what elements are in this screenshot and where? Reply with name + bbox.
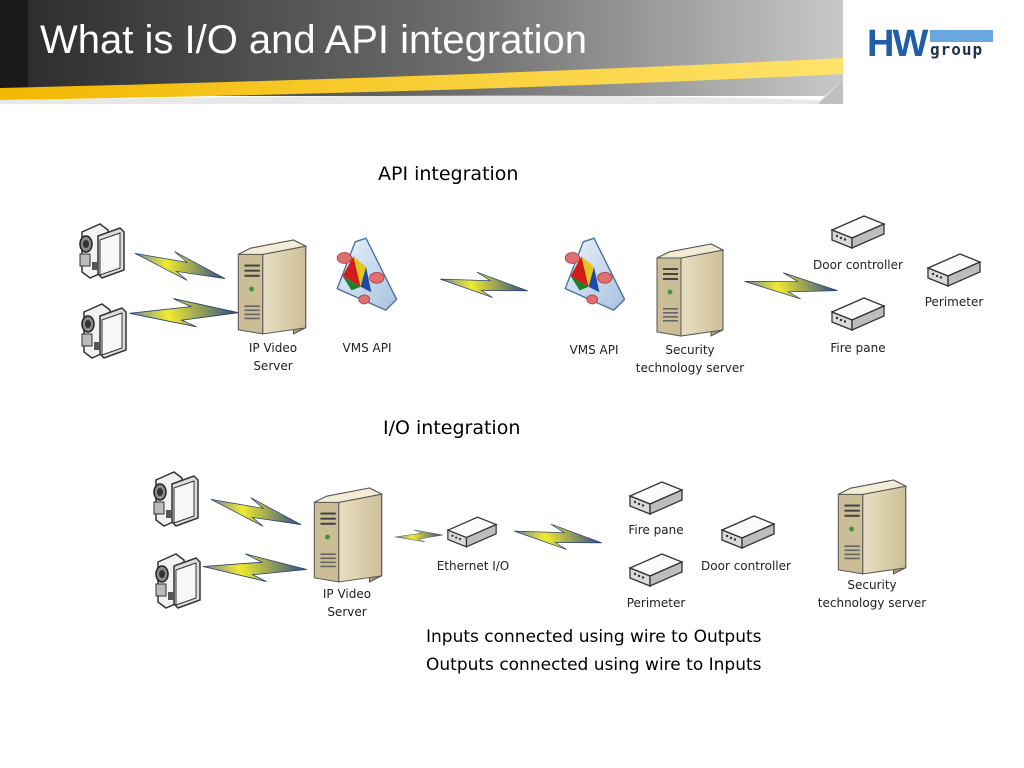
wireless-link-icon: [394, 521, 444, 551]
page-title: What is I/O and API integration: [40, 18, 587, 62]
wireless-link-icon: [210, 497, 302, 527]
camera-icon: [155, 553, 201, 609]
security-server-label: Security technology server: [628, 341, 752, 377]
api-integration-heading: API integration: [378, 163, 519, 185]
label-line: Server: [327, 605, 367, 619]
header-background: [0, 0, 843, 104]
label-line: technology server: [635, 361, 745, 375]
ethernet-io-icon: [447, 516, 497, 548]
ip-video-server-label: IP Video Server: [233, 339, 313, 375]
logo-bar: [930, 30, 993, 42]
vms-api-right-label: VMS API: [569, 343, 619, 357]
perimeter-label: Perimeter: [626, 596, 686, 610]
security-server-icon: [656, 243, 724, 337]
security-server-label: Security technology server: [810, 576, 934, 612]
ip-video-server-label: IP Video Server: [307, 585, 387, 621]
label-line: Server: [253, 359, 293, 373]
slide-header: What is I/O and API integration HW group: [0, 0, 1024, 104]
ip-video-server-icon: [237, 239, 307, 335]
label-line: IP Video: [248, 341, 298, 355]
note-line: Inputs connected using wire to Outputs: [426, 627, 762, 647]
camera-icon: [153, 471, 199, 527]
logo-main-text: HW: [867, 23, 928, 65]
perimeter-label: Perimeter: [924, 295, 984, 309]
io-integration-diagram: [153, 471, 907, 609]
note-line: Outputs connected using wire to Inputs: [426, 655, 762, 675]
fire-pane-icon: [629, 481, 683, 515]
door-controller-icon: [721, 515, 775, 549]
fire-pane-label: Fire pane: [830, 341, 886, 355]
io-integration-heading: I/O integration: [383, 417, 521, 439]
camera-icon: [79, 223, 125, 279]
camera-icon: [81, 303, 127, 359]
logo-sub-text: group: [930, 40, 984, 59]
security-server-icon: [837, 479, 907, 575]
wireless-link-icon: [128, 281, 240, 345]
vms-api-left-label: VMS API: [342, 341, 392, 355]
door-controller-label: Door controller: [701, 559, 791, 573]
wireless-link-icon: [134, 251, 226, 281]
label-line: Security: [847, 578, 897, 592]
perimeter-icon: [927, 253, 981, 287]
vms-api-icon: [564, 237, 626, 311]
door-controller-icon: [831, 215, 885, 249]
vms-api-icon: [336, 237, 398, 311]
wireless-link-icon: [439, 265, 529, 305]
label-line: Security: [665, 343, 715, 357]
ip-video-server-icon: [313, 487, 383, 583]
fire-pane-label: Fire pane: [628, 523, 684, 537]
door-controller-label: Door controller: [813, 258, 903, 272]
wiring-notes: Inputs connected using wire to Outputs O…: [426, 623, 762, 679]
perimeter-icon: [629, 553, 683, 587]
label-line: IP Video: [322, 587, 372, 601]
api-integration-diagram: [79, 215, 981, 359]
wireless-link-icon: [202, 539, 308, 597]
fire-pane-icon: [831, 297, 885, 331]
label-line: technology server: [817, 596, 927, 610]
ethernet-io-label: Ethernet I/O: [436, 559, 510, 573]
wireless-link-icon: [513, 517, 603, 557]
